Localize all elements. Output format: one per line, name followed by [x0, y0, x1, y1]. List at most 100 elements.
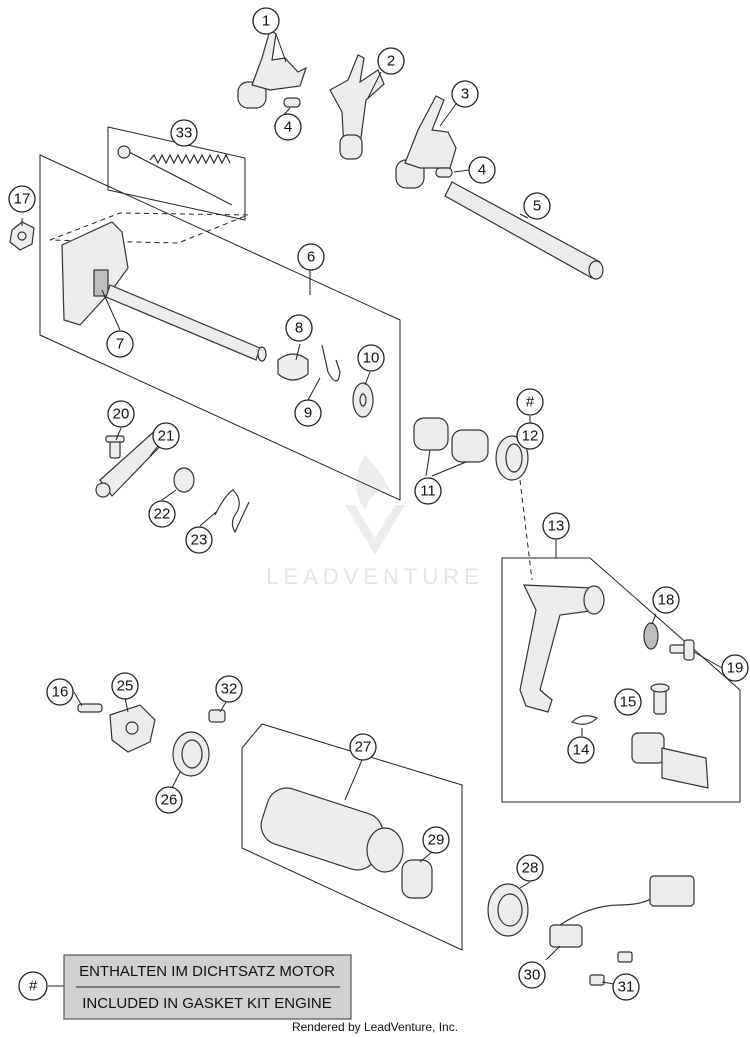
shift-fork-3 — [395, 95, 457, 189]
svg-text:23: 23 — [191, 532, 208, 549]
callout-12: 12 — [516, 422, 544, 450]
legend-line-de: ENTHALTEN IM DICHTSATZ MOTOR — [79, 963, 335, 980]
callout-15: 15 — [614, 688, 642, 716]
svg-text:10: 10 — [363, 350, 380, 367]
callout-28: 28 — [516, 854, 544, 882]
seal-28 — [487, 883, 529, 937]
sensor-29 — [401, 859, 433, 899]
spring-kit-frame — [107, 126, 246, 221]
shift-shaft-frame — [39, 154, 401, 501]
seal-ring-12 — [495, 435, 529, 481]
callout-27: 27 — [349, 733, 377, 761]
callout-23: 23 — [185, 526, 213, 554]
star-17 — [9, 221, 35, 251]
shift-star-25 — [109, 704, 156, 753]
svg-text:1: 1 — [262, 13, 270, 30]
svg-text:25: 25 — [117, 678, 134, 695]
svg-text:12: 12 — [522, 428, 539, 445]
svg-text:28: 28 — [522, 860, 539, 877]
shift-shaft — [61, 221, 267, 362]
svg-text:#: # — [29, 978, 38, 995]
callout-2: 2 — [377, 47, 405, 75]
pin-15 — [650, 683, 670, 715]
spring-clip-9 — [321, 344, 341, 382]
shift-foot-peg — [631, 732, 709, 789]
svg-text:2: 2 — [387, 53, 395, 70]
svg-text:15: 15 — [620, 694, 637, 711]
svg-text:3: 3 — [461, 86, 469, 103]
svg-text:4: 4 — [284, 119, 292, 136]
callout-6: 6 — [297, 243, 325, 271]
callout-32: 32 — [215, 675, 243, 703]
callout-31: 31 — [612, 973, 640, 1001]
fork-rail — [444, 181, 604, 280]
svg-text:14: 14 — [573, 742, 590, 759]
svg-text:7: 7 — [116, 336, 124, 353]
washer-18 — [643, 622, 659, 650]
svg-text:20: 20 — [113, 406, 130, 423]
svg-text:26: 26 — [161, 792, 178, 809]
svg-text:18: 18 — [658, 592, 675, 609]
watermark: LEADVENTURE — [266, 455, 479, 589]
shift-fork-1 — [237, 29, 308, 109]
callout-12-hash: # — [516, 388, 544, 416]
svg-text:33: 33 — [176, 125, 193, 142]
bolt-16 — [77, 703, 103, 713]
svg-text:19: 19 — [727, 660, 744, 677]
callout-16: 16 — [46, 678, 74, 706]
callout-11: 11 — [414, 477, 442, 505]
callout-10: 10 — [357, 344, 385, 372]
callout-25: 25 — [111, 672, 139, 700]
bolt-20 — [105, 435, 125, 459]
legend-line-en: INCLUDED IN GASKET KIT ENGINE — [82, 995, 332, 1012]
fork-pin-1 — [283, 97, 301, 108]
clip-14 — [570, 715, 599, 725]
shift-lever-13 — [519, 584, 605, 713]
svg-text:5: 5 — [533, 198, 541, 215]
bushing-22 — [173, 467, 195, 493]
legend: # ENTHALTEN IM DICHTSATZ MOTOR INCLUDED … — [18, 954, 352, 1020]
svg-text:27: 27 — [355, 739, 372, 756]
callout-17: 17 — [8, 185, 36, 213]
svg-text:17: 17 — [14, 191, 31, 208]
callout-4b: 4 — [468, 156, 496, 184]
svg-text:21: 21 — [158, 428, 175, 445]
callout-20: 20 — [107, 400, 135, 428]
callout-1: 1 — [252, 7, 280, 35]
svg-text:32: 32 — [221, 681, 238, 698]
screw-19 — [669, 639, 695, 661]
callout-29: 29 — [422, 826, 450, 854]
shift-fork-2 — [329, 54, 385, 160]
leader-lines — [21, 33, 723, 987]
callout-7: 7 — [106, 330, 134, 358]
svg-text:16: 16 — [52, 684, 69, 701]
callout-19: 19 — [721, 654, 749, 682]
callout-21: 21 — [152, 422, 180, 450]
footer-credit: Rendered by LeadVenture, Inc. — [292, 1020, 458, 1034]
svg-text:29: 29 — [428, 832, 445, 849]
needle-bearing-11b — [451, 429, 489, 463]
callout-9: 9 — [294, 399, 322, 427]
svg-text:#: # — [526, 394, 535, 411]
callout-13: 13 — [542, 512, 570, 540]
callout-33: 33 — [170, 119, 198, 147]
spring-23 — [214, 489, 250, 534]
callout-4a: 4 — [274, 113, 302, 141]
callout-5: 5 — [523, 192, 551, 220]
svg-text:30: 30 — [524, 967, 541, 984]
shift-drum-27 — [260, 787, 404, 873]
callout-26: 26 — [155, 786, 183, 814]
callout-22: 22 — [148, 500, 176, 528]
svg-text:8: 8 — [295, 320, 303, 337]
callout-18: 18 — [652, 586, 680, 614]
needle-bearing-11a — [413, 417, 449, 451]
fork-pin-2 — [435, 167, 453, 178]
callout-8: 8 — [285, 314, 313, 342]
callout-3: 3 — [451, 80, 479, 108]
seal-26 — [172, 731, 210, 777]
callout-14: 14 — [567, 736, 595, 764]
svg-text:11: 11 — [420, 483, 436, 500]
shift-drum-frame — [241, 723, 463, 951]
svg-text:22: 22 — [154, 506, 171, 523]
